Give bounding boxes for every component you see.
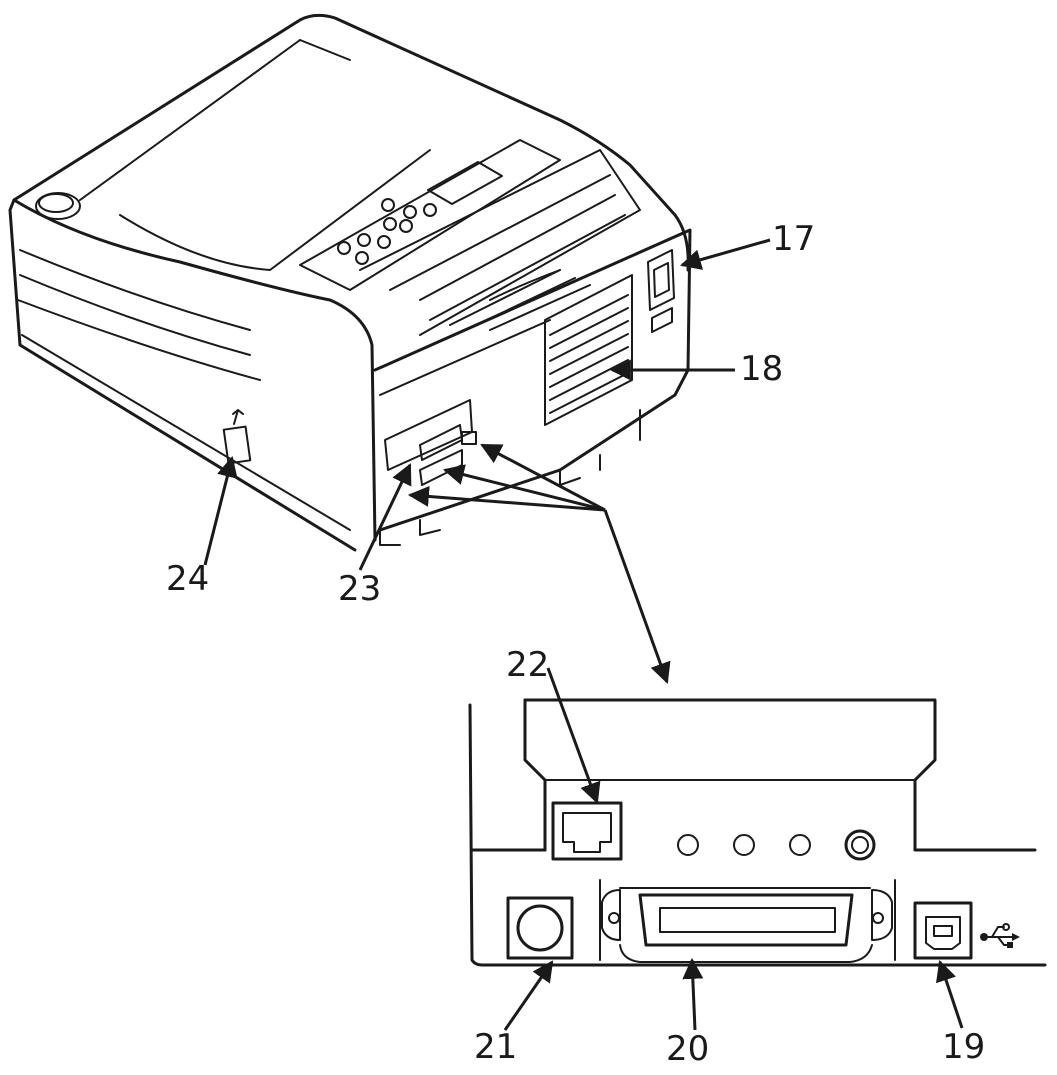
leader-lines [203, 238, 964, 1031]
callout-17: 17 [772, 219, 816, 259]
printer-body [8, 13, 692, 552]
ethernet-port [551, 801, 623, 861]
led-indicator [677, 834, 699, 856]
callout-23: 23 [338, 569, 382, 609]
round-port [506, 896, 574, 960]
callout-22: 22 [506, 645, 550, 685]
usb-icon [980, 923, 1020, 948]
callout-18: 18 [740, 349, 784, 389]
parallel-port [601, 887, 893, 963]
callout-19: 19 [942, 1027, 986, 1067]
led-indicator [789, 834, 811, 856]
callout-21: 21 [474, 1027, 518, 1067]
led-indicator [733, 834, 755, 856]
connector-detail-panel [468, 698, 1047, 967]
callout-20: 20 [666, 1029, 710, 1069]
usb-port [913, 901, 973, 960]
reset-button [844, 829, 876, 861]
callout-24: 24 [166, 559, 210, 599]
